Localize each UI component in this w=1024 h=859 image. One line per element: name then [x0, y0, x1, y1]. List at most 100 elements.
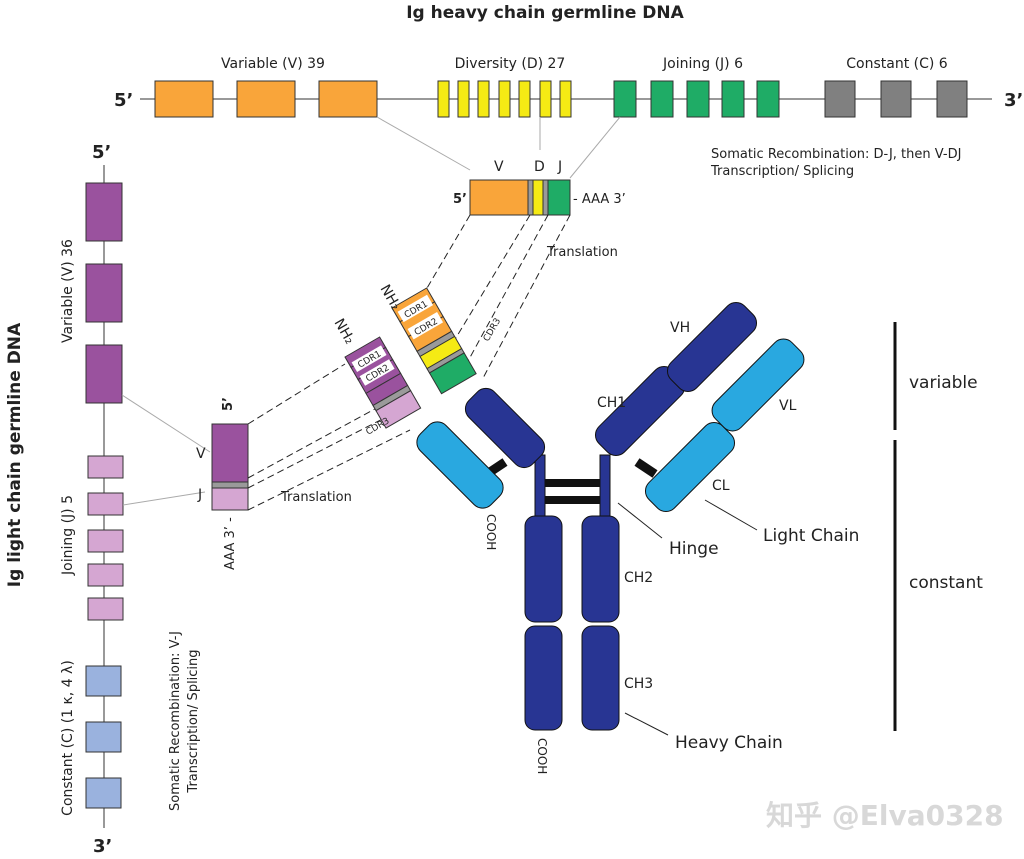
heavy-d-segment [559, 80, 572, 118]
heavy-d-segment [518, 80, 531, 118]
heavy-c-segment [936, 80, 968, 118]
light-c-segments [85, 665, 122, 809]
heavy-c-segments [824, 80, 968, 118]
light-recombination-lines [121, 394, 211, 506]
heavy-j-segment [756, 80, 780, 118]
right-ch2-domain [581, 515, 620, 623]
heavy-v-segment [318, 80, 378, 118]
heavy-j-segments [613, 80, 780, 118]
cl-label: CL [712, 478, 730, 494]
constant-region-label: constant [909, 573, 983, 593]
heavy-v-segment [154, 80, 214, 118]
light-translation-lines [247, 363, 411, 511]
light-v-segments [85, 182, 123, 404]
heavy-variable-label: Variable (V) 39 [221, 56, 325, 72]
heavy-recombination-note-line1: Somatic Recombination: D-J, then V-DJ [711, 147, 961, 162]
hinge-bond [545, 496, 600, 504]
light-j-segment [87, 455, 124, 479]
left-ch1-domain [464, 387, 546, 469]
heavy-c-segment [824, 80, 856, 118]
ch3-label: CH3 [624, 676, 653, 692]
light-mrna-j-label: J [197, 487, 202, 503]
light-cooh-label: COOH [484, 514, 498, 550]
heavy-d-segments [437, 80, 572, 118]
light-v-segment [85, 182, 123, 242]
right-cl-domain [644, 421, 736, 513]
heavy-mrna: V D J 5’ - AAA 3’ [453, 159, 626, 216]
light-c-segment [85, 777, 122, 809]
variable-region-label: variable [909, 373, 978, 393]
light-c-segment [85, 665, 122, 697]
heavy-diversity-label: Diversity (D) 27 [455, 56, 566, 72]
hinge-bond [545, 479, 600, 487]
heavy-5prime: 5’ [114, 90, 133, 111]
right-ch3-domain [581, 625, 620, 731]
light-constant-label: Constant (C) (1 κ, 4 λ) [60, 660, 76, 816]
light-recombination-note-line1: Somatic Recombination: V-J [168, 631, 183, 811]
right-disulfide-bond [634, 458, 658, 478]
light-c-segment [85, 721, 122, 753]
heavy-3prime: 3’ [1004, 90, 1023, 111]
heavy-j-segment [686, 80, 710, 118]
heavy-j-segment [650, 80, 674, 118]
vh-label: VH [670, 320, 690, 336]
light-chain-callout: Light Chain [763, 526, 859, 546]
light-mrna-5prime: 5’ [221, 397, 236, 411]
watermark: 知乎 @Elva0328 [766, 799, 1004, 832]
heavy-d-segment [437, 80, 450, 118]
heavy-d-segment [477, 80, 490, 118]
light-polypeptide: CDR1 CDR2 [344, 336, 422, 429]
heavy-translation-lines [419, 214, 571, 381]
light-mrna-poly-a: AAA 3’ - [223, 517, 238, 570]
light-joining-label: Joining (J) 5 [60, 495, 76, 576]
light-nh2: NH₂ [331, 316, 358, 347]
heavy-j-segment [613, 80, 637, 118]
light-variable-label: Variable (V) 36 [60, 239, 76, 343]
light-mrna: 5’ V J AAA 3’ - [196, 397, 249, 570]
light-mrna-v-label: V [196, 446, 206, 462]
heavy-d-segment [498, 80, 511, 118]
heavy-recombination-lines [376, 116, 621, 179]
heavy-joining-label: Joining (J) 6 [662, 56, 743, 72]
heavy-mrna-poly-a: - AAA 3’ [573, 192, 626, 207]
heavy-j-segment [721, 80, 745, 118]
left-cl-domain [416, 421, 504, 509]
heavy-c-segment [880, 80, 912, 118]
heavy-polypeptide: CDR1 CDR2 [391, 287, 477, 395]
hinge-callout: Hinge [669, 539, 719, 559]
light-3prime: 3’ [93, 836, 112, 857]
light-j-segments [87, 455, 124, 621]
heavy-mrna-5prime: 5’ [453, 192, 467, 207]
light-v-segment [85, 263, 123, 323]
light-cdr3: CDR3 [365, 416, 392, 437]
right-vh-domain [666, 301, 758, 393]
heavy-translation-label: Translation [546, 245, 618, 260]
heavy-recombination-note-line2: Transcription/ Splicing [710, 164, 854, 179]
light-j-segment [87, 563, 124, 587]
light-recombination-note-line2: Transcription/ Splicing [186, 649, 201, 793]
heavy-chain-callout: Heavy Chain [675, 733, 783, 753]
heavy-cooh-label: COOH [535, 738, 549, 774]
light-v-segment [85, 344, 123, 404]
heavy-cdr3: CDR3 [482, 317, 503, 344]
light-title: Ig light chain germline DNA [5, 322, 25, 587]
heavy-d-segment [539, 80, 552, 118]
right-vl-domain [711, 338, 805, 432]
heavy-title: Ig heavy chain germline DNA [406, 3, 684, 23]
ch2-label: CH2 [624, 570, 653, 586]
antibody: VH CH1 VL CL CH2 CH3 COOH COOH Hinge Lig… [416, 301, 983, 774]
heavy-d-segment [457, 80, 470, 118]
vl-label: VL [779, 398, 797, 414]
left-ch3-domain [524, 625, 563, 731]
heavy-v-segments [154, 80, 378, 118]
heavy-constant-label: Constant (C) 6 [846, 56, 948, 72]
light-5prime: 5’ [92, 142, 111, 163]
light-j-segment [87, 529, 124, 553]
light-j-segment [87, 492, 124, 516]
heavy-mrna-j-label: J [557, 159, 562, 175]
left-ch2-domain [524, 515, 563, 623]
heavy-mrna-d-label: D [534, 159, 545, 175]
ch1-label: CH1 [597, 395, 626, 411]
